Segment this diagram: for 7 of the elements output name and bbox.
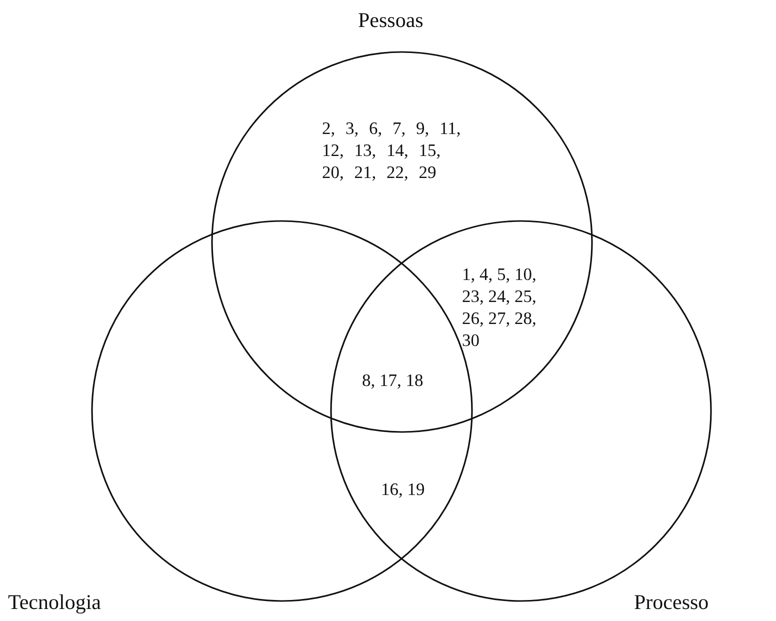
set-label: Pessoas (358, 8, 424, 33)
region-members: 8, 17, 18 (362, 369, 424, 391)
region-members: 16, 19 (381, 478, 426, 500)
region-members: 2, 3, 6, 7, 9, 11, 12, 13, 14, 15, 20, 21, 22, 29 (322, 117, 462, 183)
region-members: 1, 4, 5, 10, 23, 24, 25, 26, 27, 28, 30 (462, 263, 538, 351)
set-label: Tecnologia (8, 590, 101, 615)
set-label: Processo (634, 590, 709, 615)
